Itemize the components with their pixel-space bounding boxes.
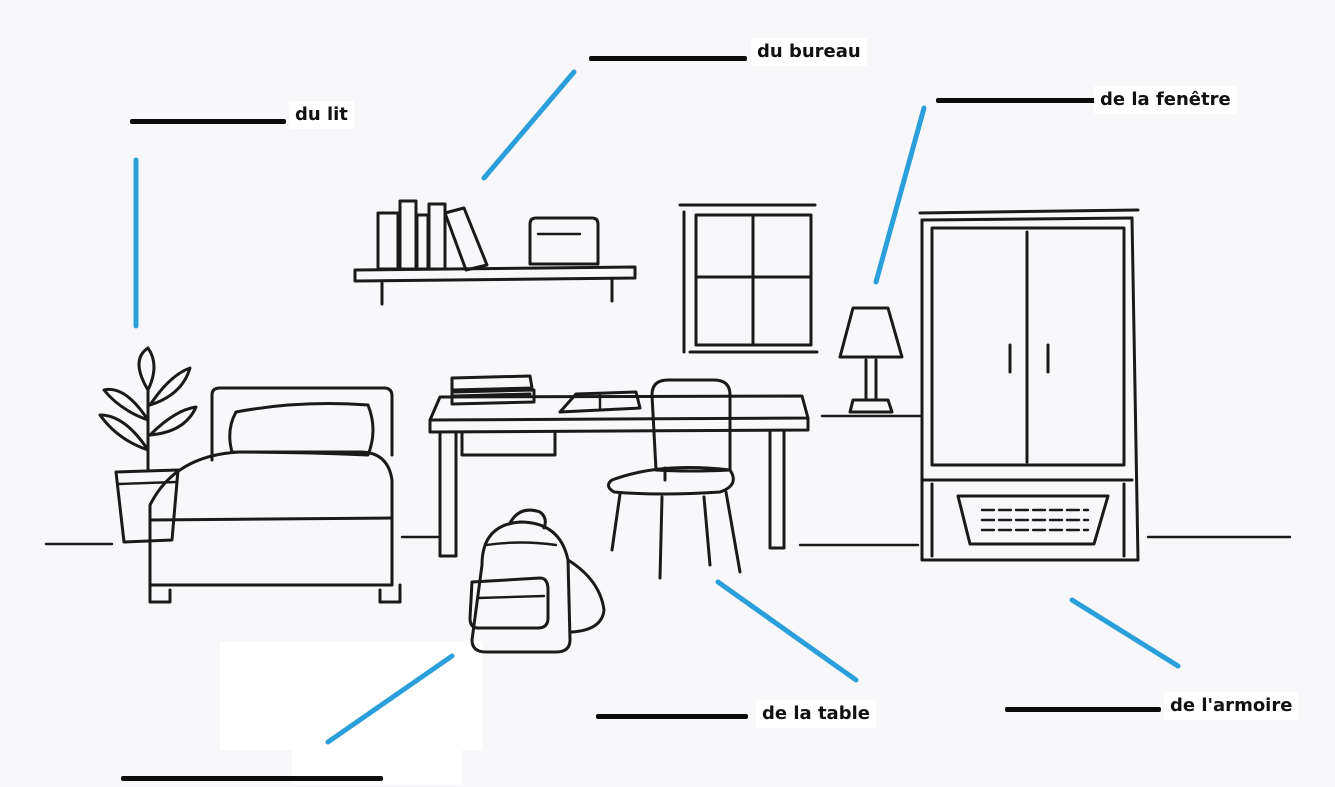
label-du-lit: du lit — [289, 101, 354, 129]
label-de-la-table: de la table — [756, 700, 876, 728]
answer-blank-lit[interactable] — [130, 119, 286, 124]
label-de-la-fenetre: de la fenêtre — [1094, 86, 1237, 114]
desk — [430, 376, 808, 556]
wardrobe — [920, 210, 1138, 560]
answer-blank-bureau[interactable] — [589, 56, 747, 61]
label-de-l-armoire: de l'armoire — [1164, 692, 1298, 720]
backpack — [470, 510, 604, 652]
window — [680, 205, 817, 352]
answer-blank-armoire[interactable] — [1005, 707, 1161, 712]
shelf-with-books — [355, 201, 635, 304]
lamp — [822, 308, 920, 416]
plant — [100, 348, 196, 542]
answer-blank-backpack[interactable] — [121, 776, 383, 781]
answer-blank-table[interactable] — [596, 714, 748, 719]
answer-blank-fenetre[interactable] — [936, 98, 1096, 103]
floor-line — [46, 537, 1290, 545]
label-du-bureau: du bureau — [751, 38, 867, 66]
pointer-lines — [136, 72, 1178, 742]
